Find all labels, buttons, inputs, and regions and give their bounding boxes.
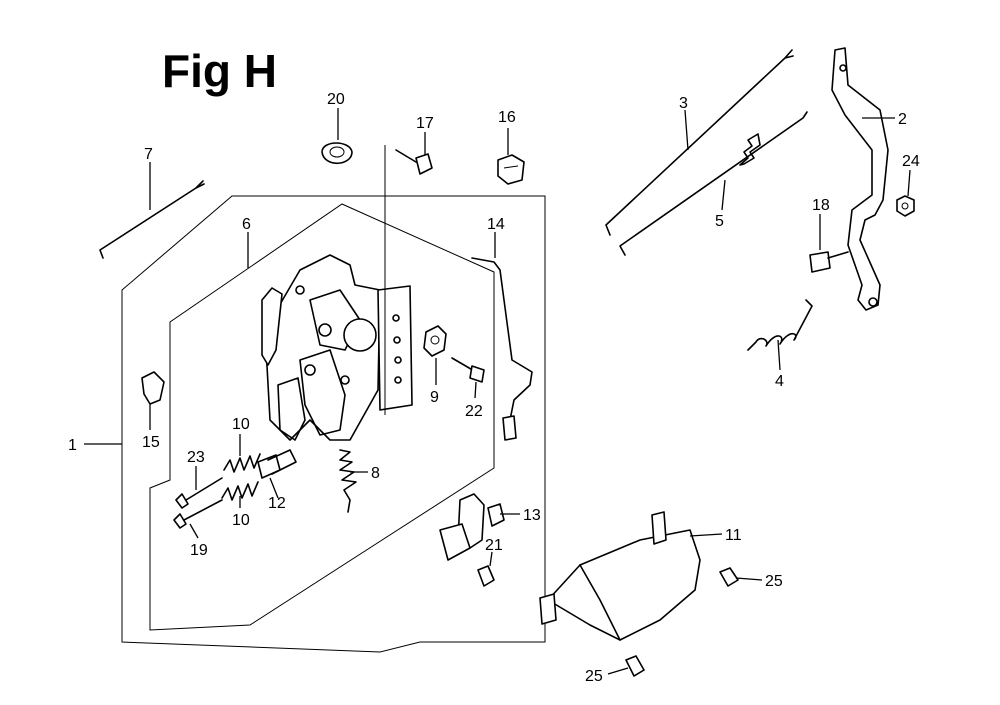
screw-part-21 [477,565,495,587]
choke-lever [261,287,283,366]
rod-part-7 [99,180,205,259]
callout-18: 18 [812,197,830,214]
callout-3: 3 [679,95,688,112]
spring-part-10-lower [221,481,259,501]
callout-10-lower: 10 [232,512,250,529]
callout-16: 16 [498,109,516,126]
spring-part-8 [339,449,357,513]
assembly-outline-inner [149,203,495,631]
callout-9: 9 [430,389,439,406]
callout-25-upper: 25 [765,573,783,590]
screw-part-17 [395,149,433,175]
control-plate [264,254,381,441]
callout-5: 5 [715,213,724,230]
leader-lines [84,108,911,675]
callout-15: 15 [142,434,160,451]
screw-part-23 [175,477,223,509]
governor-arm-part-2 [831,47,889,311]
nut-part-9 [423,325,447,357]
callout-2: 2 [898,111,907,128]
bolt-part-22 [451,357,485,383]
callout-25-lower: 25 [585,668,603,685]
spring-part-10-upper [223,453,261,473]
collar-part-12 [257,449,297,479]
bolt-part-18 [809,251,849,273]
callout-11: 11 [725,527,742,544]
clip-part-20 [321,142,353,165]
spring-part-4 [747,299,813,351]
callout-7: 7 [144,146,153,163]
rod-part-14 [471,257,533,441]
figure-title: Fig H [162,45,277,97]
bracket-plate [377,145,413,415]
callout-4: 4 [775,373,784,390]
bolt-part-25-lower [625,655,645,677]
rod-part-5 [619,111,808,256]
rod-part-3 [605,49,794,236]
callout-20: 20 [327,91,345,108]
callout-13: 13 [523,507,541,524]
callout-1: 1 [68,437,77,454]
callout-10-upper: 10 [232,416,250,433]
switch-part-13 [439,493,505,561]
callout-21: 21 [485,537,503,554]
cover-part-11 [539,511,701,641]
callout-24: 24 [902,153,920,170]
bolt-part-25-upper [719,567,739,587]
callout-14: 14 [487,216,505,233]
callout-6: 6 [242,216,251,233]
callout-22: 22 [465,403,483,420]
screw-part-19 [173,499,223,529]
callout-23: 23 [187,449,205,466]
assembly-outline-outer [121,195,546,653]
callout-12: 12 [268,495,286,512]
clip-part-15 [141,371,165,405]
nut-part-24 [896,195,915,217]
callout-17: 17 [416,115,434,132]
callout-19: 19 [190,542,208,559]
callout-8: 8 [371,465,380,482]
clip-part-16 [497,154,525,185]
